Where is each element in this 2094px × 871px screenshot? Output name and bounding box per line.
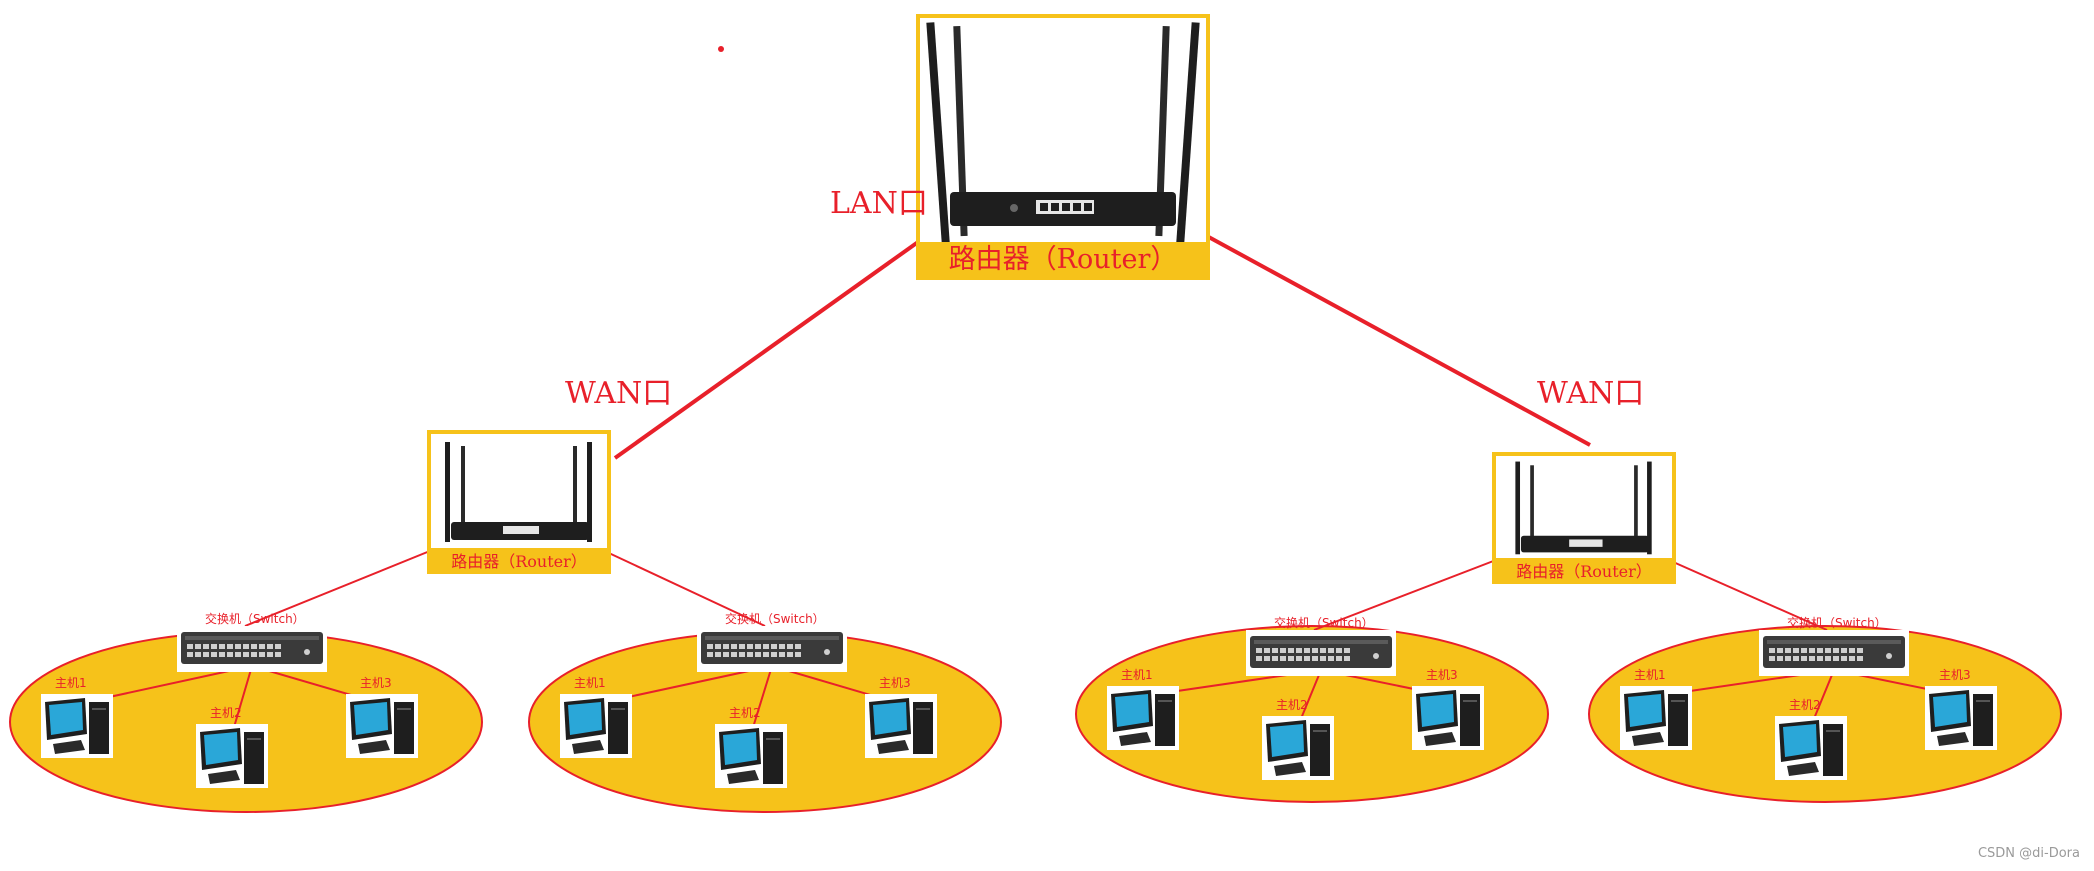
host-label: 主机3 [1426,668,1458,682]
switch-icon [1246,630,1396,676]
switch [177,626,327,676]
lan-zone [1588,625,2062,803]
core-router: 路由器（Router） [916,14,1210,280]
host-label: 主机1 [1121,668,1153,682]
branch-router: 路由器（Router） [1492,452,1676,584]
stray-dot [718,46,724,52]
watermark: CSDN @di-Dora [1977,846,2080,861]
branch-router: 路由器（Router） [427,430,611,574]
host-label: 主机1 [574,676,606,690]
switch-icon [177,626,327,672]
switch [1246,630,1396,680]
desktop-computer-icon [865,694,937,758]
host-computer [1412,686,1484,754]
switch-caption: 交换机（Switch） [205,612,305,626]
host-computer [865,694,937,762]
host-computer [1775,716,1847,784]
branch-router-caption: 路由器（Router） [1516,562,1652,581]
host-computer [1262,716,1334,784]
lan-zone [1075,625,1549,803]
host-computer [196,724,268,792]
desktop-computer-icon [41,694,113,758]
switch-caption: 交换机（Switch） [725,612,825,626]
switch-caption: 交换机（Switch） [1787,616,1887,630]
host-label: 主机2 [1276,698,1308,712]
desktop-computer-icon [1107,686,1179,750]
host-computer [1925,686,1997,754]
host-label: 主机1 [55,676,87,690]
router-to-switch-link [1313,549,1523,631]
switch-caption: 交换机（Switch） [1274,616,1374,630]
desktop-computer-icon [1775,716,1847,780]
host-computer [1107,686,1179,754]
host-label: 主机2 [1789,698,1821,712]
host-label: 主机3 [879,676,911,690]
router-icon [445,442,592,542]
desktop-computer-icon [560,694,632,758]
branch-router-photo [1496,456,1672,558]
host-computer [346,694,418,762]
switch-to-host-link [750,665,773,735]
router-icon [926,22,1200,253]
host-label: 主机3 [360,676,392,690]
desktop-computer-icon [346,694,418,758]
host-label: 主机2 [729,706,761,720]
core-router-photo [920,18,1206,253]
uplink-core-to-left [613,203,972,460]
router-icon [1515,461,1652,555]
switch-icon [697,626,847,672]
desktop-computer-icon [1620,686,1692,750]
core-router-caption: 路由器（Router） [948,244,1178,275]
desktop-computer-icon [1412,686,1484,750]
router-to-switch-link [244,539,458,627]
branch-router-photo [431,434,607,548]
branch-router-caption: 路由器（Router） [451,552,587,571]
host-computer [560,694,632,762]
host-label: 主机2 [210,706,242,720]
host-computer [1620,686,1692,754]
switch-icon [1759,630,1909,676]
desktop-computer-icon [196,724,268,788]
router-to-switch-link [580,539,766,627]
wan-port-label-right: WAN口 [1537,376,1645,411]
uplink-core-to-right [1149,203,1591,447]
wan-port-label-left: WAN口 [565,376,673,411]
desktop-computer-icon [715,724,787,788]
switch [1759,630,1909,680]
lan-port-label: LAN口 [830,186,928,221]
host-computer [41,694,113,762]
host-computer [715,724,787,792]
switch [697,626,847,676]
host-label: 主机1 [1634,668,1666,682]
desktop-computer-icon [1262,716,1334,780]
desktop-computer-icon [1925,686,1997,750]
switch-to-host-link [231,665,253,735]
host-label: 主机3 [1939,668,1971,682]
router-to-switch-link [1645,549,1828,631]
